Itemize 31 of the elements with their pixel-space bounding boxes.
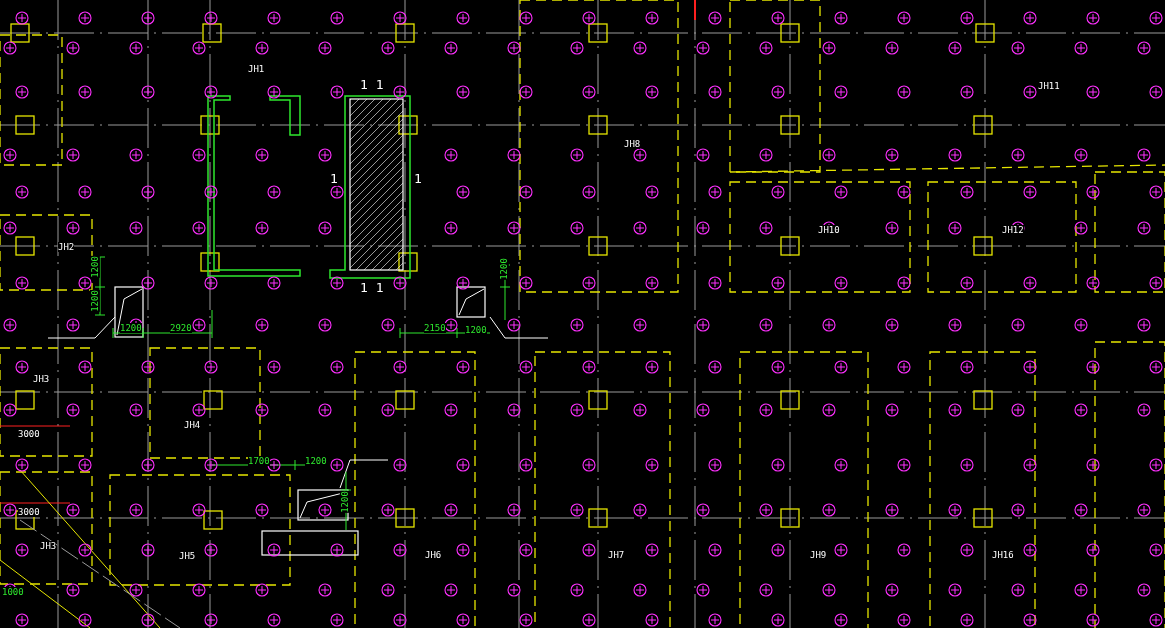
dimension-label: 1	[414, 172, 422, 186]
dimension-label: 1700	[248, 456, 270, 466]
foundation-label: 3000	[18, 507, 40, 517]
dimension-label: 1000	[2, 587, 24, 597]
dimension-label: 1	[330, 172, 338, 186]
dimension-label: 1200	[89, 290, 100, 312]
foundation-label: JH6	[425, 550, 442, 560]
foundation-label: JH4	[184, 420, 201, 430]
dimension-label: 1 1	[360, 281, 384, 295]
foundation-label: JH12	[1002, 225, 1024, 235]
foundation-label: JH8	[624, 139, 641, 149]
foundation-label: JH10	[818, 225, 840, 235]
foundation-label: 3000	[18, 429, 40, 439]
dimension-label: 1 1	[360, 78, 384, 92]
dimension-label: 1200	[305, 456, 327, 466]
foundation-label: JH2	[58, 242, 75, 252]
dimension-label: 1200	[339, 491, 350, 513]
dimension-label: 1200	[89, 256, 100, 278]
dimension-label: 1200	[120, 323, 142, 333]
foundation-label: JH9	[810, 550, 827, 560]
foundation-label: JH5	[179, 551, 196, 561]
foundation-label: JH3	[40, 541, 57, 551]
dimension-label: 1200	[465, 325, 487, 335]
foundation-label: JH11	[1038, 81, 1060, 91]
foundation-label: JH3	[33, 374, 50, 384]
foundation-label: JH1	[248, 64, 265, 74]
dimension-label: 1200	[498, 258, 509, 280]
dimension-label: 2920	[170, 323, 192, 333]
dimension-label: 2150	[424, 323, 446, 333]
foundation-label: JH16	[992, 550, 1014, 560]
foundation-label: JH7	[608, 550, 625, 560]
